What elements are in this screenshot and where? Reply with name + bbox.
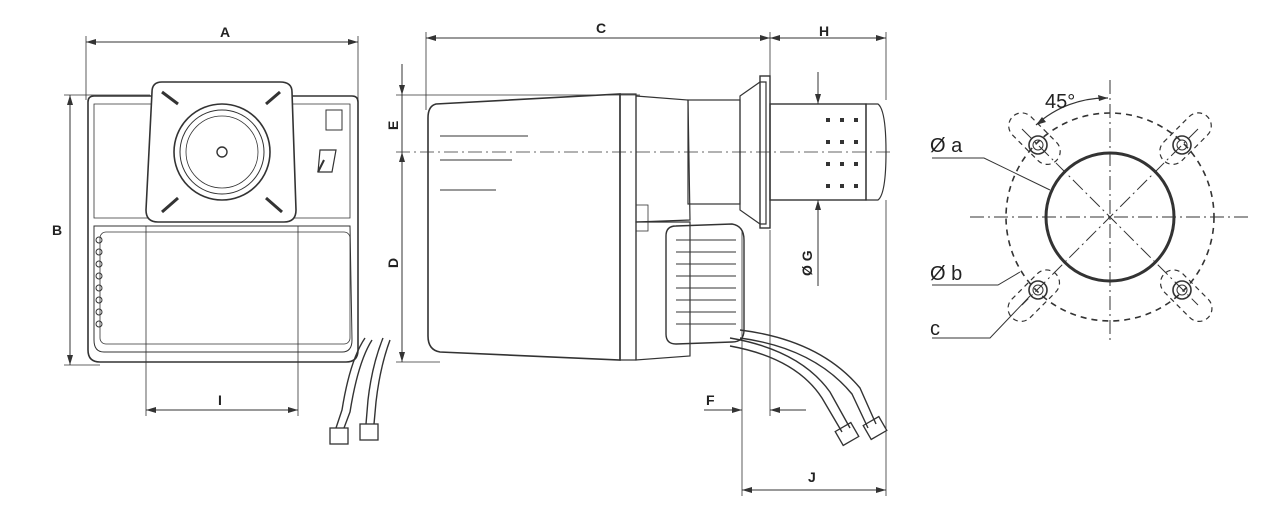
- vent-slots: [95, 236, 103, 328]
- tube-hole: [1044, 151, 1176, 283]
- label-j: J: [808, 469, 816, 485]
- slots: [1007, 112, 1213, 322]
- label-g: Ø G: [799, 250, 815, 276]
- flange-view: [932, 80, 1248, 340]
- label-diameter-b: Ø b: [930, 263, 962, 285]
- side-housing: [427, 93, 621, 361]
- front-view: [64, 36, 391, 445]
- air-intake: [665, 223, 745, 345]
- motor-ring: [173, 103, 271, 201]
- label-hole-c: c: [930, 318, 940, 340]
- label-angle: 45°: [1045, 91, 1075, 113]
- label-diameter-a: Ø a: [930, 135, 963, 157]
- bolt-circle: [1005, 112, 1215, 322]
- side-view: [396, 32, 890, 496]
- label-h: H: [819, 23, 829, 39]
- label-i: I: [218, 392, 222, 408]
- bolt-holes: [1028, 135, 1192, 300]
- label-c: C: [596, 20, 606, 36]
- label-b: B: [52, 222, 62, 238]
- label-d: D: [385, 258, 401, 268]
- label-a: A: [220, 24, 230, 40]
- motor-plate: [145, 81, 297, 223]
- label-e: E: [385, 121, 401, 130]
- label-f: F: [706, 392, 715, 408]
- cover-panel: [99, 231, 351, 345]
